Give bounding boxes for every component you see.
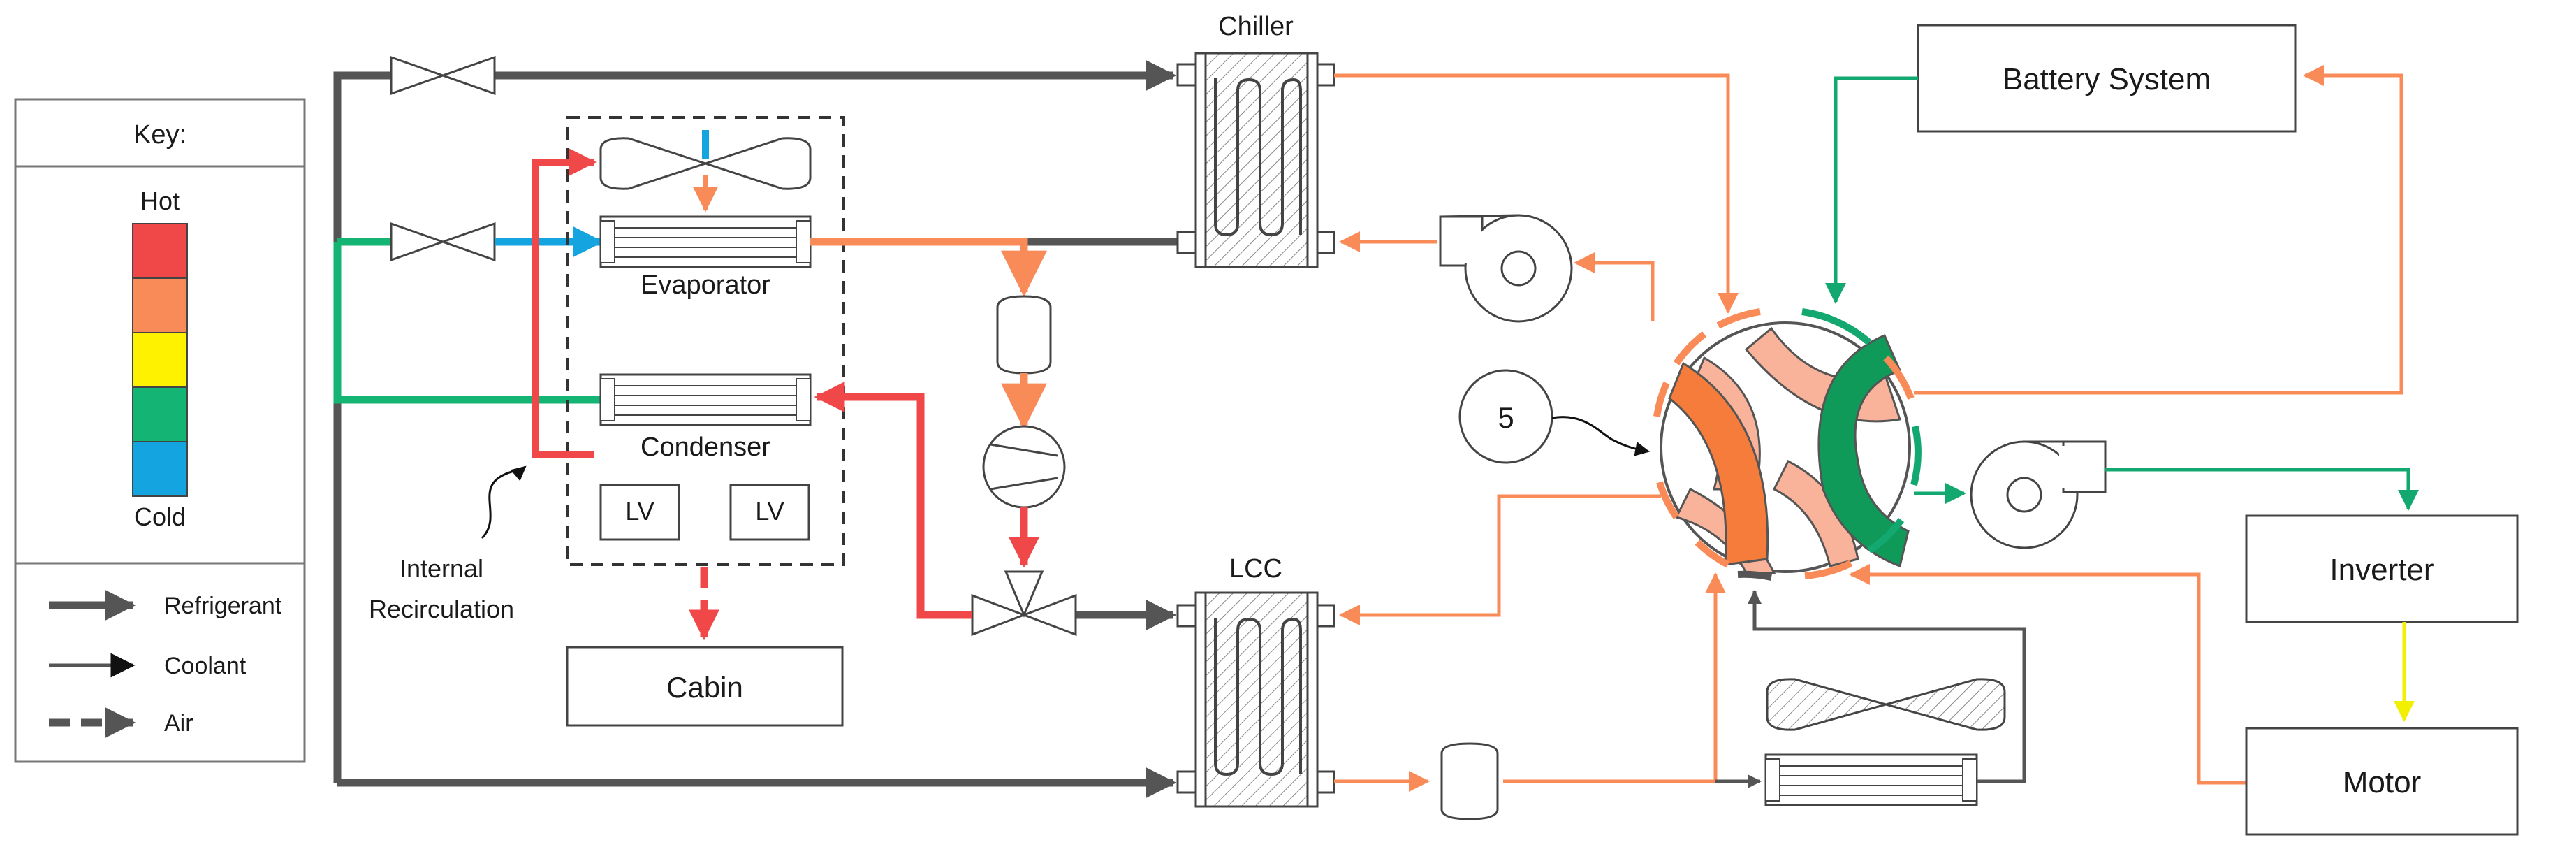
powertrain-pump-icon: [1970, 440, 2107, 549]
coolant-legend-label: Coolant: [164, 653, 247, 679]
lv-right-label: LV: [755, 497, 784, 526]
radiator-fan-icon: [1766, 678, 2006, 731]
scale-mid-swatch: [132, 332, 188, 388]
motor-label: Motor: [2343, 765, 2421, 799]
pump-to-inverter-green: [2105, 468, 2419, 511]
hvac-blower-icon: [599, 137, 812, 190]
inverter-box: [2245, 514, 2519, 623]
coolant-lines-orange: [1334, 65, 2403, 792]
legend-key: Key: Hot Cold Refrigerant Coolant Air: [14, 98, 306, 763]
key-cold-label: Cold: [134, 502, 186, 531]
inverter-label: Inverter: [2329, 553, 2434, 587]
lcc-heat-exchanger: [1176, 591, 1335, 808]
scale-cool-swatch: [132, 386, 188, 442]
cabin-label: Cabin: [666, 671, 743, 704]
battery-system-box: [1917, 24, 2297, 133]
radiator-core: [1764, 753, 1978, 806]
green-lines: [333, 238, 601, 404]
radiator-return: [1748, 590, 2026, 783]
condenser-label: Condenser: [641, 433, 770, 462]
hot-gas-to-condenser: [814, 382, 972, 619]
accumulator-icon: [996, 295, 1052, 375]
expansion-valve-mid: [390, 222, 496, 262]
compressor-icon: [982, 425, 1066, 509]
lv-left-label: LV: [625, 497, 654, 526]
multiway-coolant-valve: [1653, 308, 1922, 581]
lv-box-left: [599, 484, 680, 541]
expansion-valve-top: [390, 55, 496, 96]
chiller-label: Chiller: [1218, 12, 1294, 41]
callout-5-label: 5: [1498, 401, 1514, 434]
motor-box: [2245, 727, 2519, 836]
hvac-box: [566, 116, 845, 566]
condenser-coil: [599, 373, 812, 426]
lv-box-right: [729, 484, 810, 541]
evaporator-coil: [599, 215, 812, 268]
scale-hot-swatch: [132, 223, 188, 279]
recirculation-label-line2: Recirculation: [369, 595, 514, 623]
recirculation-callout-arrow: [481, 465, 527, 540]
callout-5-circle: [1458, 369, 1553, 464]
refrigerant-legend-label: Refrigerant: [164, 593, 282, 619]
battery-coolant-in: [1825, 76, 1918, 304]
refrigerant-lines: [333, 60, 1180, 798]
key-color-scale: [132, 223, 188, 497]
callout-5-arrow: [1551, 416, 1651, 456]
scale-cold-swatch: [132, 441, 188, 497]
evap-outlet-line: [810, 238, 1047, 297]
air-legend-label: Air: [164, 710, 193, 737]
cabin-box: [566, 646, 844, 727]
scale-warm-swatch: [132, 277, 188, 333]
chiller-heat-exchanger: [1176, 52, 1335, 268]
three-way-valve-icon: [971, 570, 1077, 637]
evaporator-label: Evaporator: [641, 270, 770, 300]
recirculation-label-line1: Internal: [400, 554, 483, 583]
chiller-pump-icon: [1439, 214, 1573, 323]
key-hot-label: Hot: [140, 187, 180, 215]
key-title: Key:: [133, 120, 186, 150]
coolant-reservoir-icon: [1440, 742, 1499, 820]
battery-label: Battery System: [2003, 62, 2211, 96]
recirculation-air-path: [532, 148, 597, 458]
lcc-label: LCC: [1229, 554, 1282, 584]
